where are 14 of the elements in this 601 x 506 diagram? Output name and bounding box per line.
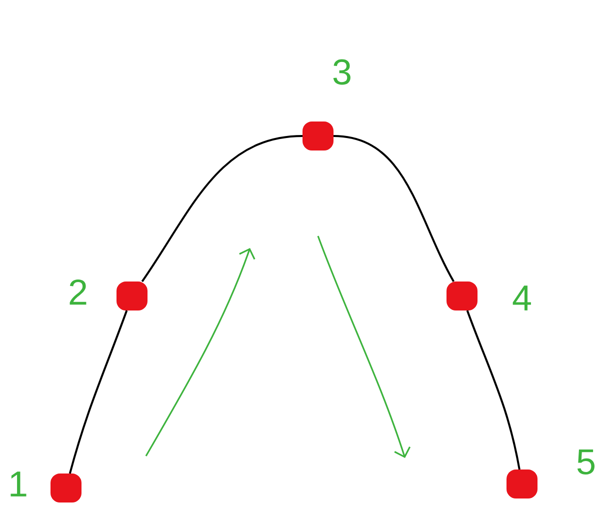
curve-line (68, 310, 128, 474)
curve-line (466, 310, 520, 470)
number-label: 5 (577, 449, 594, 475)
point-marker (116, 282, 148, 310)
number-label: 1 (10, 472, 26, 496)
point-marker (50, 474, 82, 502)
point-marker (302, 122, 334, 150)
point-marker (446, 282, 478, 310)
number-label: 3 (333, 59, 350, 85)
point-marker (506, 470, 538, 498)
number-label: 4 (512, 286, 531, 310)
curve-line (333, 135, 455, 282)
number-label: 2 (70, 279, 86, 305)
curve-line (141, 135, 303, 282)
